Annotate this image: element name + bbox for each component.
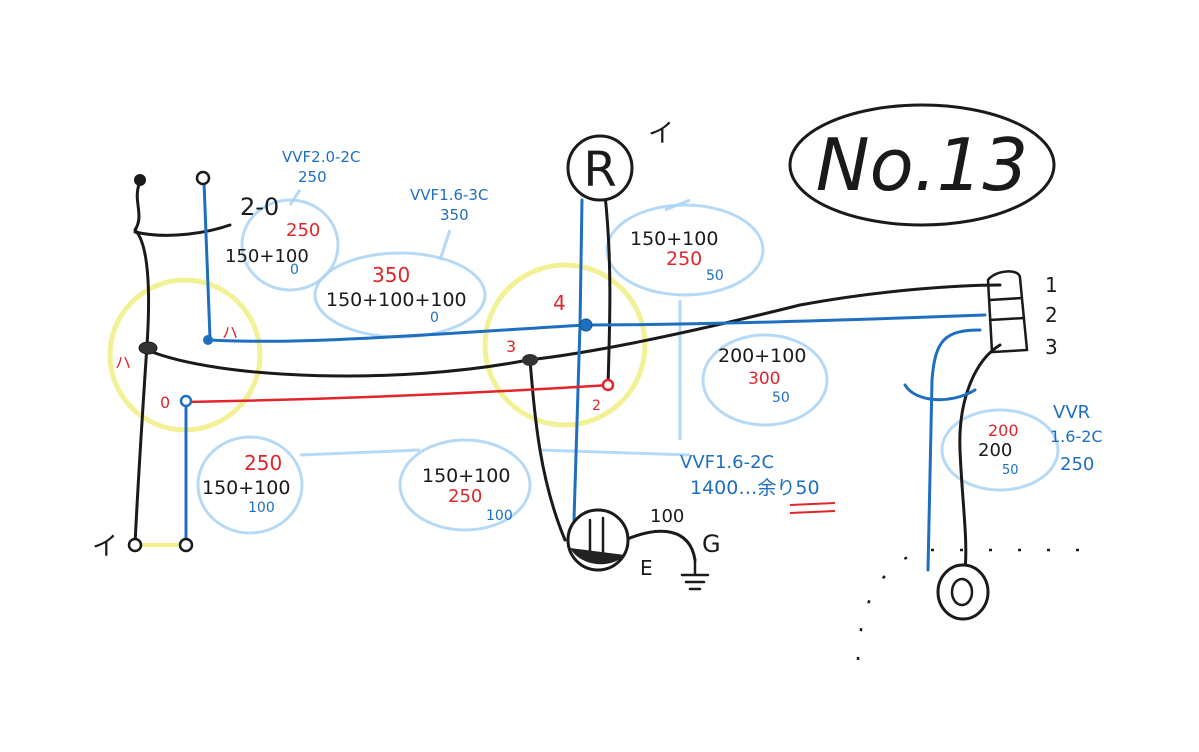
calc-g-blue: 50 [1002, 463, 1019, 478]
cable3-type: VVF1.6-2C [680, 452, 774, 473]
ground-g-label: G [702, 530, 721, 558]
terminal-bottom-left [127, 537, 143, 553]
calc-a-blue: 0 [290, 262, 299, 278]
calc-f-blue: 100 [486, 508, 513, 524]
bubble-d [701, 333, 829, 427]
calc-f-black: 150+100 [422, 465, 510, 487]
wire-blue-main [208, 313, 987, 343]
cable2-length: 350 [440, 206, 469, 224]
jb2-connector-2 [601, 378, 615, 392]
cable4-type: VVR [1053, 402, 1090, 423]
switch-device [936, 563, 990, 621]
calc-b-blue: 0 [430, 310, 439, 326]
wire-black-main [145, 283, 1002, 378]
label-ha-left: ハ [115, 353, 131, 372]
terminal-block [986, 270, 1029, 354]
calc-d-red: 300 [748, 369, 780, 389]
ground-length: 100 [650, 506, 684, 527]
jb2-connector-3 [522, 354, 538, 366]
terminal-top-black [134, 174, 146, 186]
calc-b-black: 150+100+100 [326, 289, 467, 311]
label-jb2-3: 3 [506, 337, 516, 356]
jb2-highlight [482, 262, 648, 428]
underline-remainder [789, 502, 836, 514]
terminal-1: 1 [1045, 273, 1058, 297]
label-i: イ [92, 532, 118, 562]
calc-a-red: 250 [286, 220, 320, 241]
wire-black-jb2-down [528, 358, 567, 542]
label-2-0: 2-0 [240, 193, 279, 221]
title-oval [788, 103, 1056, 227]
bubble-f [398, 438, 532, 532]
calc-f-red: 250 [448, 486, 482, 507]
bubble-c [605, 203, 765, 297]
title-text: No.13 [816, 123, 1028, 207]
bubble-links [288, 189, 691, 457]
terminal-bottom-right [178, 537, 194, 553]
terminal-top-open [195, 170, 211, 186]
bubble-a [240, 198, 340, 292]
calc-b-red: 350 [372, 263, 410, 287]
lamp-mark: イ [648, 119, 674, 149]
calc-g-red: 200 [988, 421, 1019, 440]
cable1-type: VVF2.0-2C [282, 148, 360, 166]
calc-g-black: 200 [978, 440, 1012, 461]
calc-d-black: 200+100 [718, 345, 806, 367]
calc-a-black: 150+100 [225, 246, 309, 267]
wire-black-right [958, 343, 1002, 572]
lamp-circle [566, 134, 634, 202]
calc-d-blue: 50 [772, 390, 790, 406]
bubble-g [940, 408, 1060, 492]
lamp-symbol: R [583, 142, 616, 198]
wire-black-ground [623, 529, 697, 562]
ground-e-label: E [640, 556, 653, 580]
cable4-size: 1.6-2C [1050, 427, 1103, 446]
outlet-shade [570, 548, 625, 565]
calc-e-red: 250 [244, 451, 282, 475]
wire-blue-lamp [572, 198, 584, 522]
jb1-bottom-dot [179, 394, 193, 408]
switch-inner [950, 577, 974, 607]
calc-c-red: 250 [666, 248, 702, 270]
bubble-e [196, 435, 304, 535]
wire-red [184, 383, 612, 404]
cable1-length: 250 [298, 168, 327, 186]
cable3-total: 1400…余り50 [690, 477, 820, 499]
cable2-type: VVF1.6-3C [410, 186, 488, 204]
label-ha-right: ハ [222, 323, 238, 342]
wire-black-top [133, 223, 232, 237]
wire-black-left [133, 180, 151, 547]
calc-e-blue: 100 [248, 500, 275, 516]
calc-c-blue: 50 [706, 268, 724, 284]
label-jb2-4: 4 [553, 291, 566, 315]
wire-blue-right [926, 328, 982, 572]
jb2-connector-4 [579, 318, 593, 332]
outlet-slots [588, 516, 605, 557]
terminal-3: 3 [1045, 335, 1058, 359]
cable4-length: 250 [1060, 454, 1094, 475]
label-jb1-0: 0 [160, 393, 170, 412]
label-jb2-2: 2 [592, 398, 601, 414]
wire-black-lamp [603, 193, 612, 387]
ground-icon [680, 558, 710, 591]
jb1-blue-dot [203, 335, 213, 345]
calc-c-black: 150+100 [630, 228, 718, 250]
wire-blue-top [202, 180, 212, 340]
calc-e-black: 150+100 [202, 477, 290, 499]
cable-twist-mark [903, 383, 977, 402]
jb1-connector [138, 341, 158, 355]
terminal-2: 2 [1045, 303, 1058, 327]
